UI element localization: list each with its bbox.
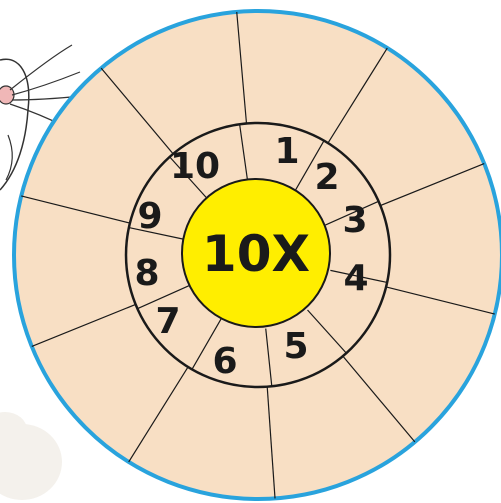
wheel-number-2: 2 bbox=[314, 157, 339, 198]
center-label: 10X bbox=[202, 225, 310, 283]
cloud-decoration bbox=[0, 412, 62, 500]
wheel-number-5: 5 bbox=[283, 326, 308, 367]
wheel-number-6: 6 bbox=[212, 341, 237, 382]
wheel-number-3: 3 bbox=[342, 200, 367, 241]
wheel-number-7: 7 bbox=[155, 301, 180, 342]
wheel-number-8: 8 bbox=[134, 253, 159, 294]
wheel-number-1: 1 bbox=[274, 131, 299, 172]
wheel-number-4: 4 bbox=[343, 258, 368, 299]
wheel-number-10: 10 bbox=[170, 146, 220, 187]
wheel-number-9: 9 bbox=[137, 196, 162, 237]
